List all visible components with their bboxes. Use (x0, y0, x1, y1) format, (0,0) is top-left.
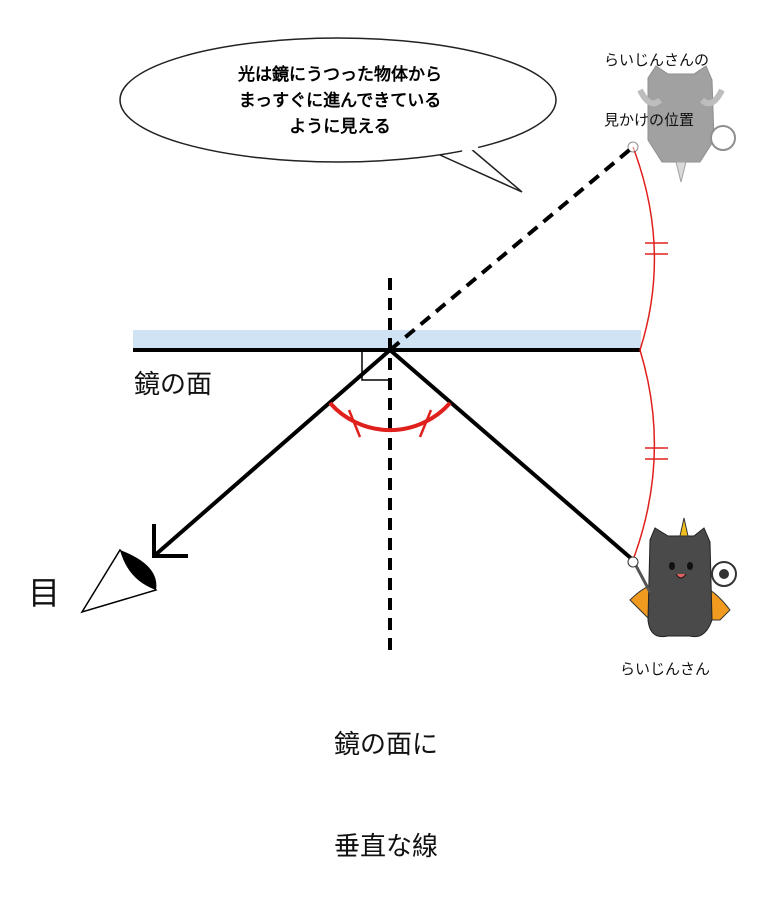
mirror-surface (133, 330, 641, 348)
character-label: らいじんさん (620, 660, 711, 678)
reflected-ray (152, 348, 392, 558)
character-image (627, 517, 737, 638)
right-angle-mark (361, 350, 390, 381)
speech-bubble (119, 37, 557, 193)
apparent-position-label: らいじんさんの 見かけの位置 (604, 10, 709, 150)
apparent-ray (388, 145, 635, 352)
label-line: 見かけの位置 (604, 111, 695, 129)
incident-ray (388, 348, 635, 562)
eye-label: 目 (28, 574, 61, 612)
normal-line-label: 鏡の面に 垂直な線 (334, 660, 438, 898)
arrowhead (152, 524, 188, 558)
bubble-line: 光は鏡にうつった物体から (238, 65, 442, 85)
label-line: らいじんさんの (604, 51, 710, 69)
mirror-label: 鏡の面 (134, 370, 213, 400)
label-line: 鏡の面に (334, 730, 439, 760)
reflection-diagram (80, 37, 737, 652)
angle-arc-mark (328, 401, 452, 438)
equal-distance-marks (632, 146, 668, 561)
bubble-line: ように見える (289, 117, 391, 137)
apparent-character-image (627, 65, 736, 183)
eye-icon (80, 548, 158, 614)
speech-bubble-text: 光は鏡にうつった物体から まっすぐに進んできている ように見える (190, 62, 490, 140)
label-line: 垂直な線 (334, 832, 439, 862)
bubble-line: まっすぐに進んできている (238, 91, 442, 111)
